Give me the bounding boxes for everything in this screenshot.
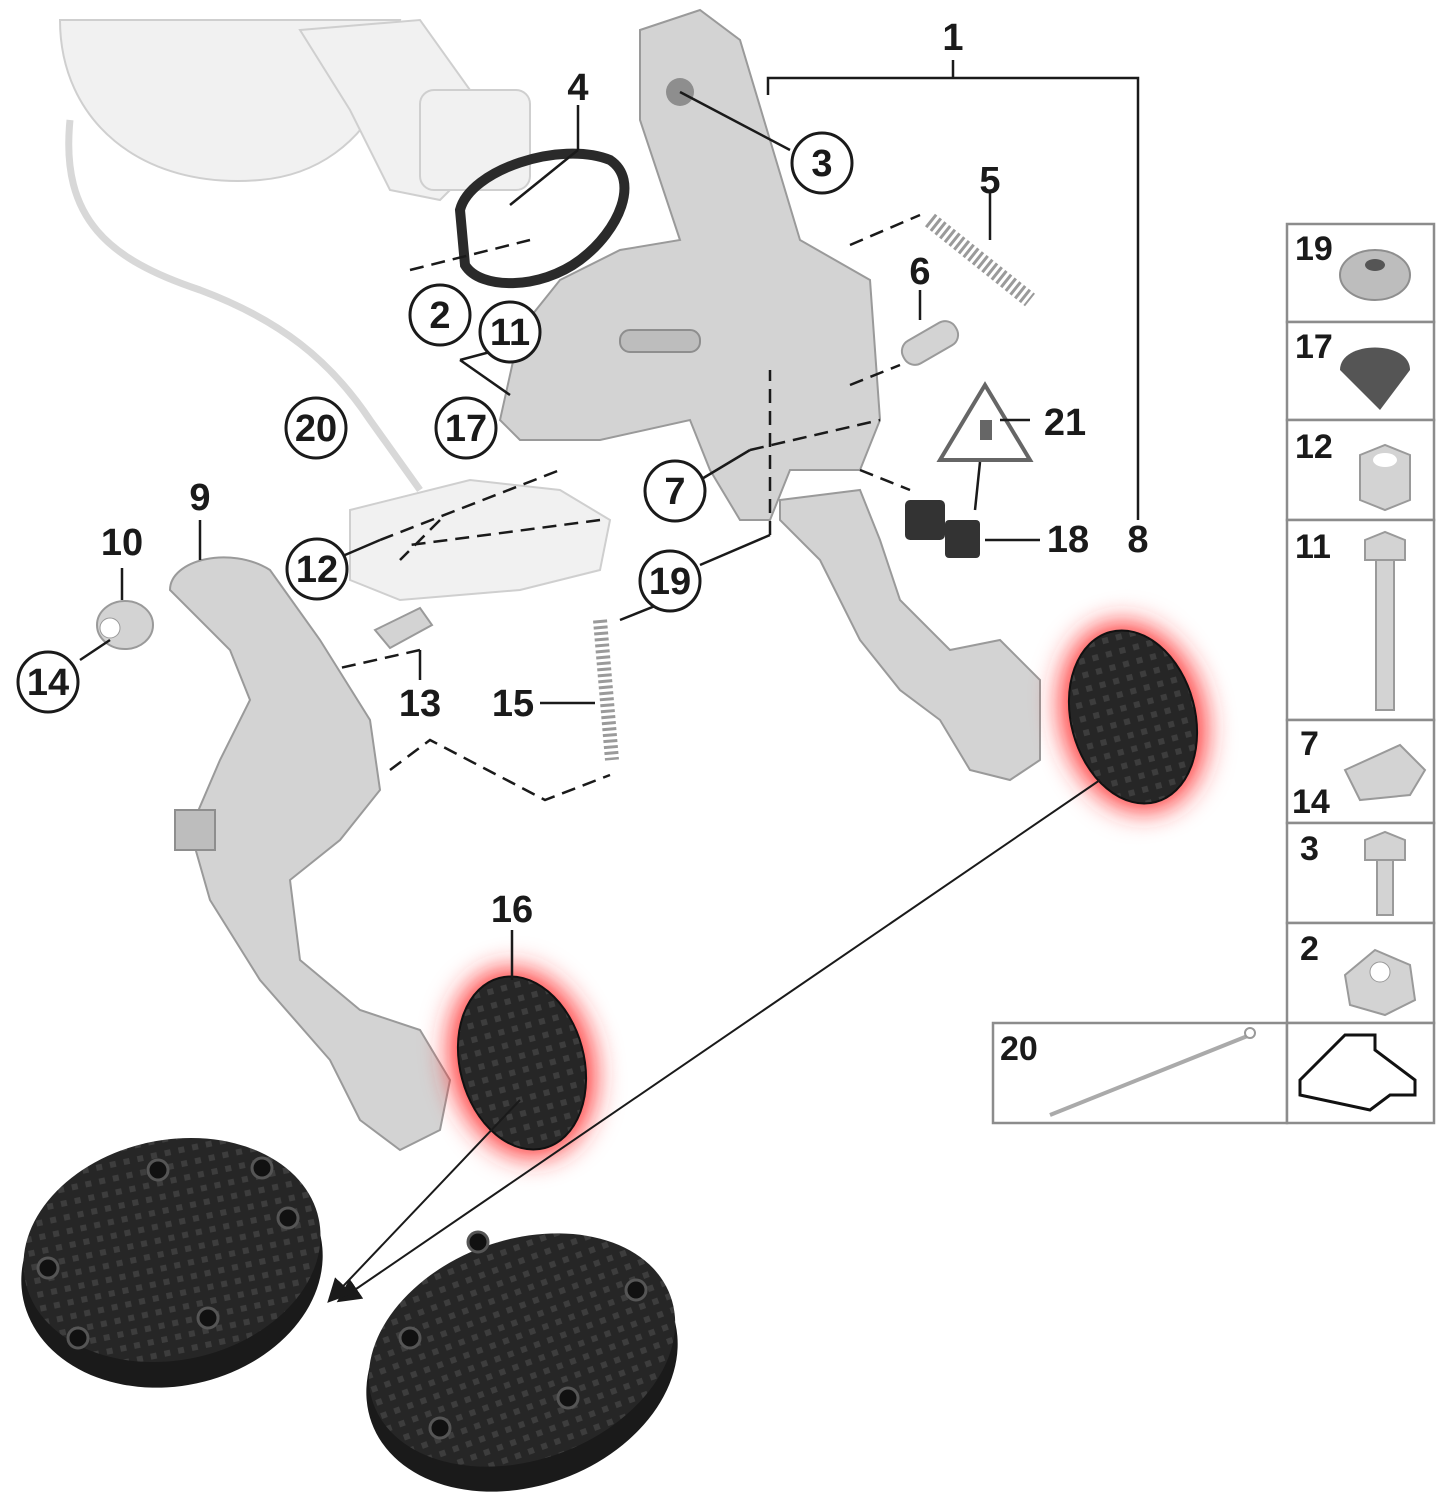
callout-7: 7 <box>643 459 707 523</box>
brake-booster-ghost <box>58 18 612 602</box>
svg-text:3: 3 <box>1300 830 1319 868</box>
callout-2: 2 <box>408 283 472 347</box>
svg-text:12: 12 <box>1295 428 1333 466</box>
arrow-from-brake-pad <box>336 779 1101 1303</box>
svg-text:17: 17 <box>1295 328 1333 366</box>
callout-18: 18 <box>1047 519 1089 561</box>
callout-8: 8 <box>1127 519 1148 561</box>
svg-text:18: 18 <box>1047 519 1089 561</box>
svg-text:3: 3 <box>811 143 832 185</box>
svg-text:21: 21 <box>1044 402 1086 444</box>
svg-text:7: 7 <box>664 471 685 513</box>
callout-10: 10 <box>101 522 143 564</box>
callout-1: 1 <box>942 17 963 59</box>
bushing-part-10 <box>96 600 154 650</box>
svg-text:17: 17 <box>445 408 487 450</box>
callout-14: 14 <box>16 650 80 714</box>
brake-pedal-arm <box>779 488 1041 782</box>
svg-text:11: 11 <box>490 312 530 354</box>
spring-part-5 <box>925 213 1035 307</box>
svg-text:11: 11 <box>1295 528 1331 566</box>
pushrod-part-13 <box>373 606 434 650</box>
callout-4: 4 <box>567 67 588 109</box>
electrical-warning-icon <box>936 381 1034 462</box>
spring-part-15 <box>593 619 619 761</box>
svg-text:16: 16 <box>491 889 533 931</box>
pedal-bracket <box>498 8 882 521</box>
callout-21: 21 <box>1044 402 1086 444</box>
callout-9: 9 <box>189 477 210 519</box>
orientation-arrow-icon <box>1298 1033 1417 1112</box>
svg-text:19: 19 <box>1295 230 1333 268</box>
svg-text:2: 2 <box>1300 930 1319 968</box>
svg-text:13: 13 <box>399 683 441 725</box>
pin-part-6 <box>900 320 960 366</box>
svg-text:6: 6 <box>909 251 930 293</box>
clutch-pedal-arm <box>168 556 452 1152</box>
callout-5: 5 <box>979 160 1000 202</box>
callout-15: 15 <box>492 683 534 725</box>
svg-text:4: 4 <box>567 67 588 109</box>
callout-3: 3 <box>790 131 854 195</box>
svg-text:14: 14 <box>1292 783 1330 821</box>
product-pad-left <box>21 1137 323 1388</box>
product-pad-right <box>366 1230 678 1492</box>
svg-text:1: 1 <box>942 17 963 59</box>
sensor-part-18 <box>905 500 980 558</box>
clutch-pedal-pad-highlighted <box>450 969 594 1157</box>
callout-17: 17 <box>434 396 498 460</box>
svg-text:8: 8 <box>1127 519 1148 561</box>
svg-text:20: 20 <box>295 408 337 450</box>
svg-text:12: 12 <box>296 549 338 591</box>
callout-13: 13 <box>399 683 441 725</box>
brake-pedal-pad-highlighted <box>1061 623 1205 811</box>
callout-11: 11 <box>478 300 542 364</box>
svg-text:14: 14 <box>27 662 69 704</box>
callout-19: 19 <box>638 549 702 613</box>
gasket-part <box>454 148 630 289</box>
callout-16: 16 <box>491 889 533 931</box>
svg-text:19: 19 <box>649 561 691 603</box>
hardware-legend: 19 17 12 11 7 14 3 2 20 <box>991 222 1436 1125</box>
callout-6: 6 <box>909 251 930 293</box>
svg-text:10: 10 <box>101 522 143 564</box>
svg-text:15: 15 <box>492 683 534 725</box>
svg-text:20: 20 <box>1000 1030 1038 1068</box>
callout-12: 12 <box>285 537 349 601</box>
svg-text:2: 2 <box>429 295 450 337</box>
arrow-from-clutch-pad <box>327 1099 521 1303</box>
svg-text:5: 5 <box>979 160 1000 202</box>
svg-text:7: 7 <box>1300 725 1319 763</box>
callout-20: 20 <box>284 396 348 460</box>
legend-cell-11 <box>1285 518 1436 722</box>
svg-text:9: 9 <box>189 477 210 519</box>
